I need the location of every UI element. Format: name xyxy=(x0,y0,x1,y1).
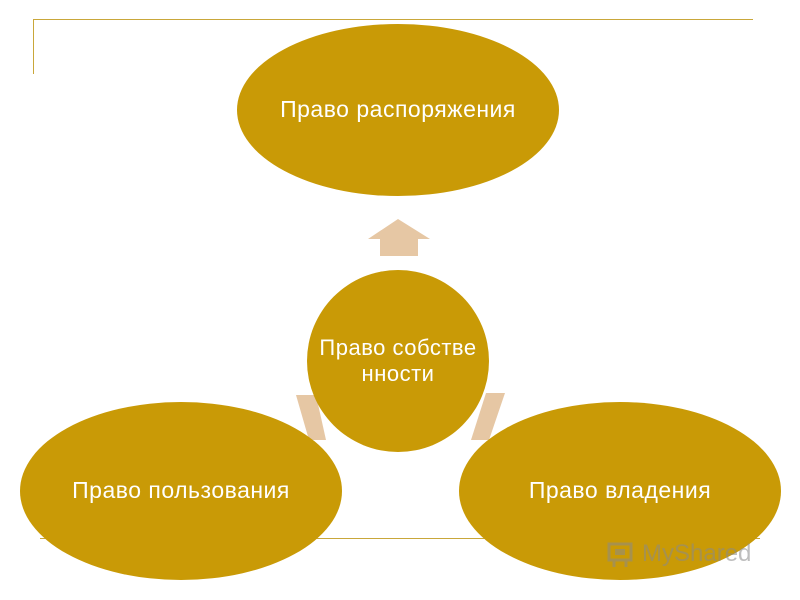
node-center-ownership-right: Право собстве нности xyxy=(307,270,489,452)
node-left-use-right: Право пользования xyxy=(20,402,342,580)
watermark: MyShared xyxy=(606,535,774,573)
frame-left-line xyxy=(33,19,34,74)
frame-top-line xyxy=(33,19,753,20)
watermark-text: MyShared xyxy=(642,540,752,567)
arrow-up-to-top xyxy=(368,219,430,256)
frame-bottom-line xyxy=(40,538,760,539)
node-right-label: Право владения xyxy=(528,477,712,504)
node-top-disposal-right: Право распоряжения xyxy=(237,24,559,196)
node-left-label: Право пользования xyxy=(72,477,290,504)
node-top-label: Право распоряжения xyxy=(280,96,516,123)
mycollection-logo-icon xyxy=(607,542,633,567)
arrow-to-right xyxy=(471,393,505,440)
node-center-label: Право собстве нности xyxy=(319,334,477,386)
